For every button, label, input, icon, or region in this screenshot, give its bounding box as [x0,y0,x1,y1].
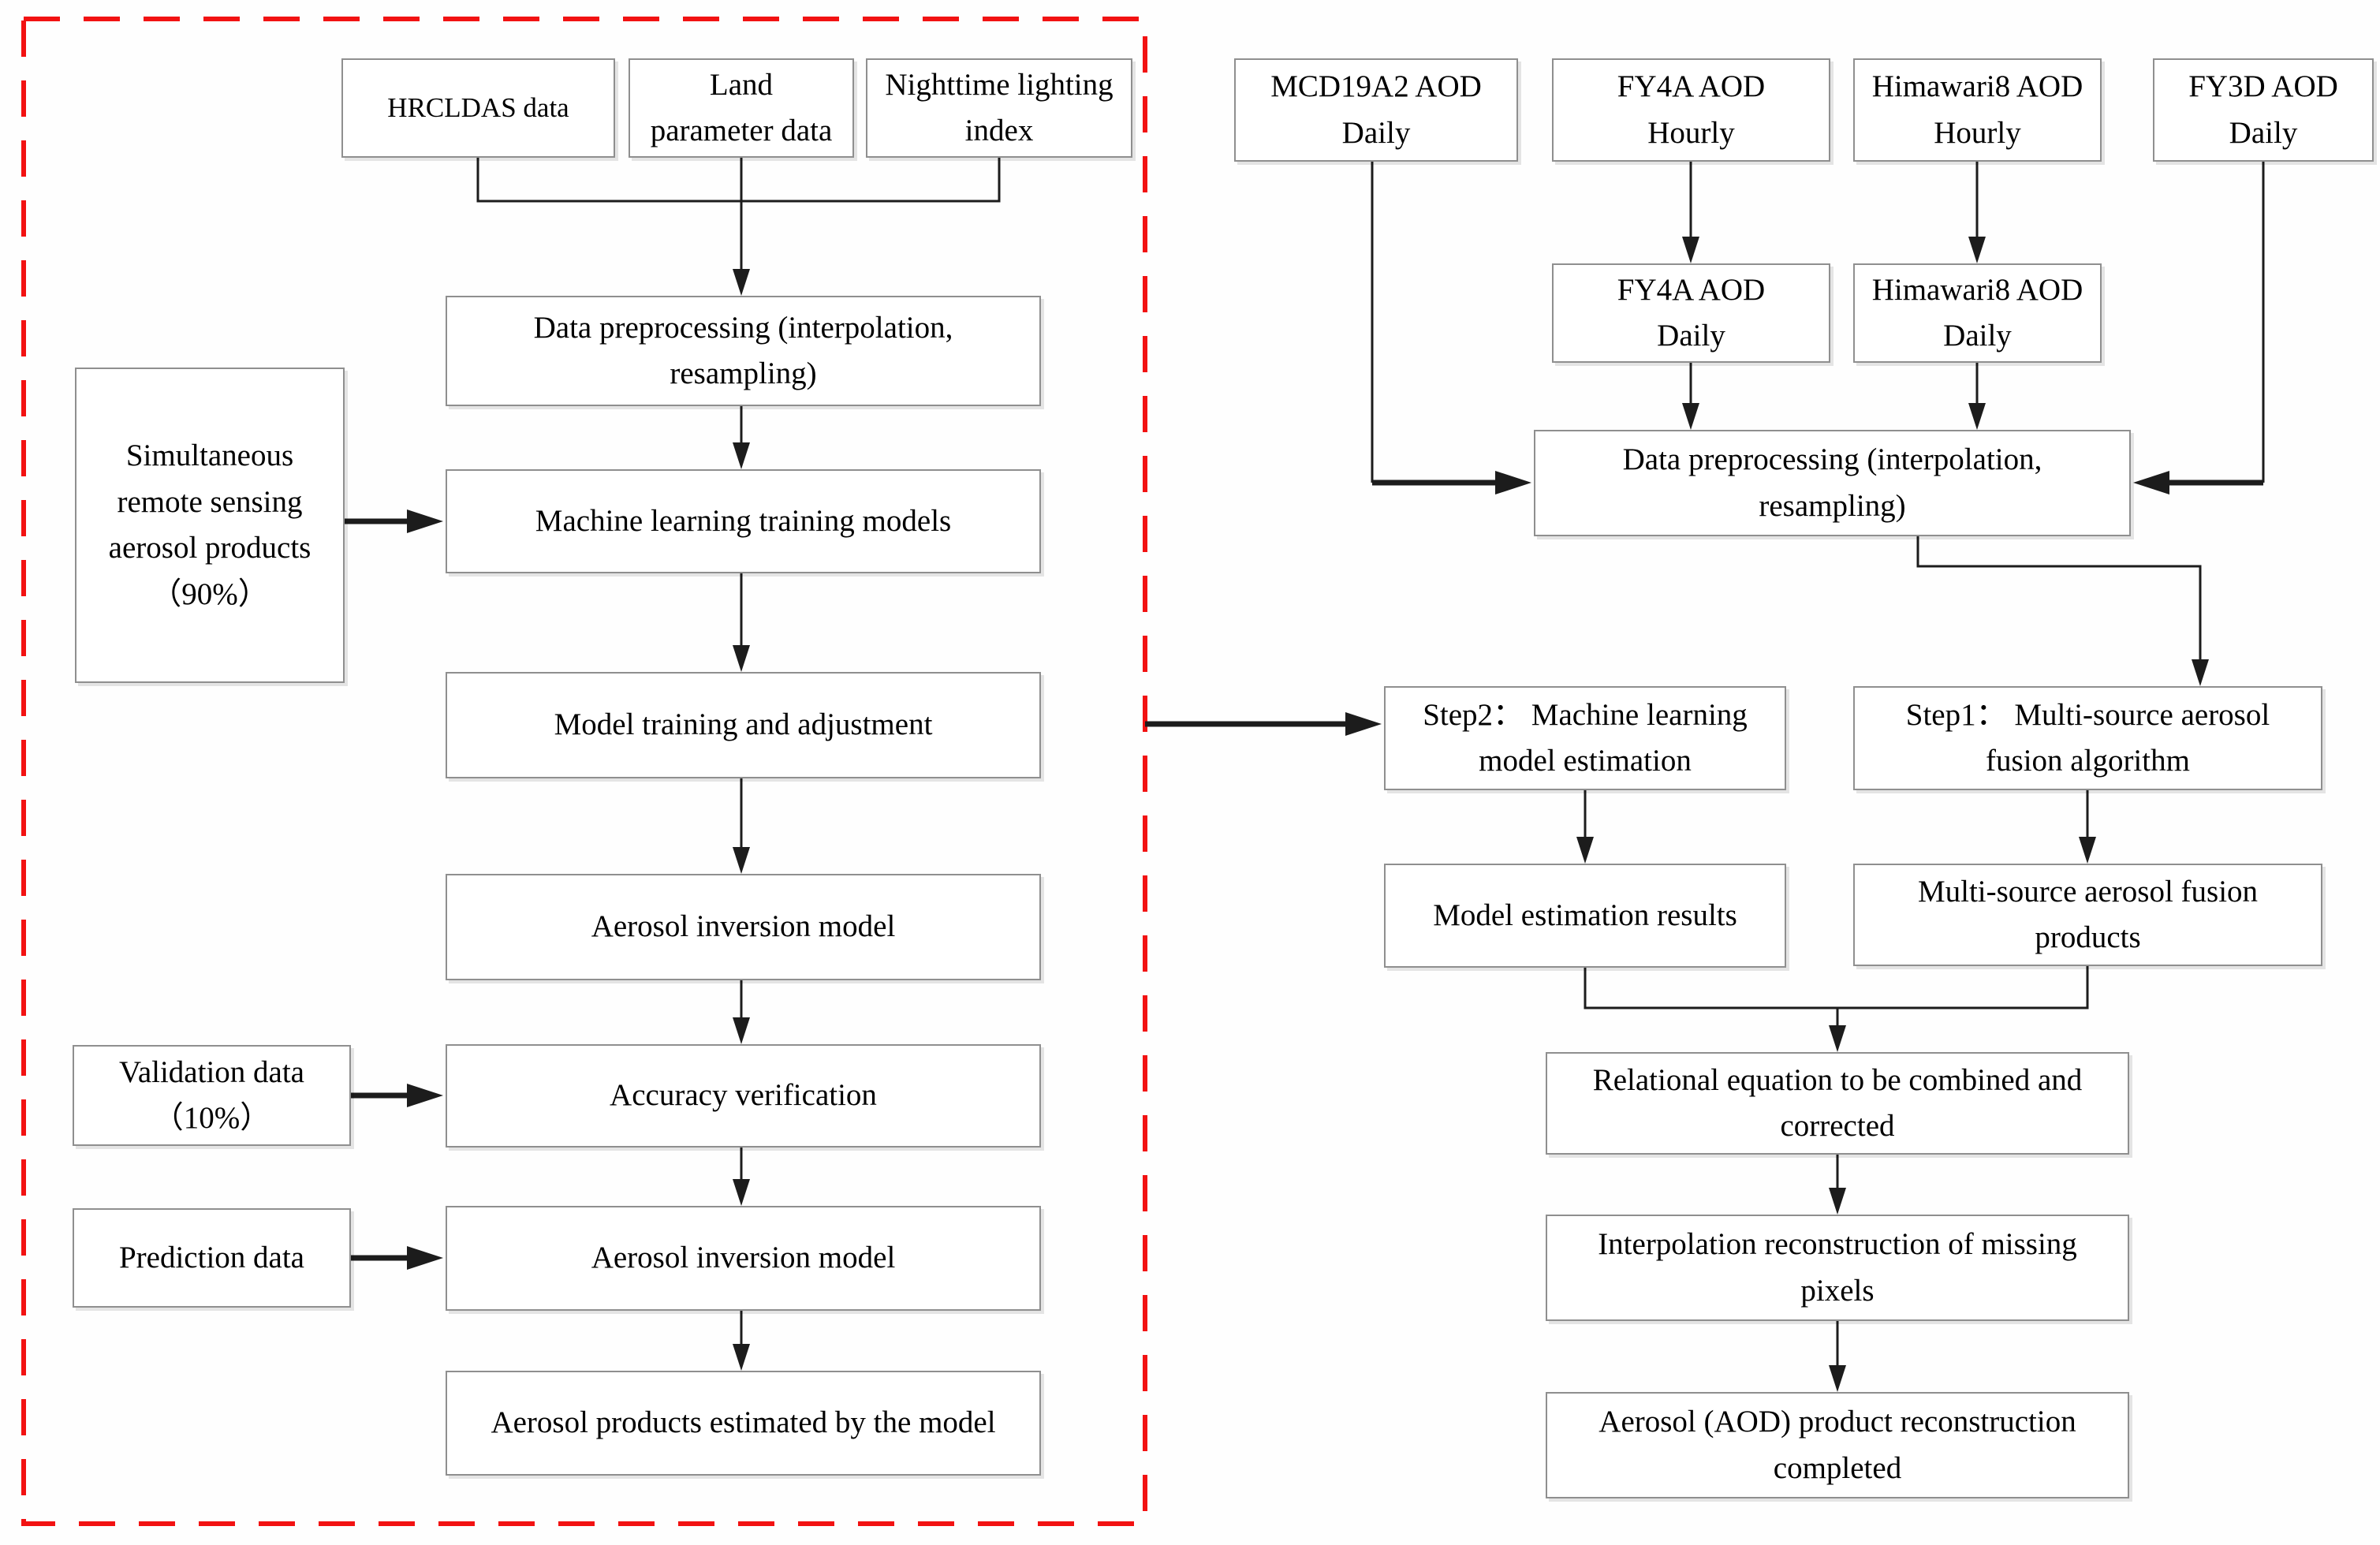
flow-arrowhead [1968,403,1986,430]
node-simultaneous-aerosol-products: Simultaneous remote sensing aerosol prod… [75,368,345,683]
node-fy4a-aod-daily: FY4A AOD Daily [1552,263,1830,363]
left-panel-dashed-border [21,17,1147,1526]
node-fy3d-aod-daily: FY3D AOD Daily [2153,58,2374,162]
flow-arrowhead [1345,712,1382,736]
flow-arrowhead [1829,1365,1846,1392]
node-data-preprocessing-left: Data preprocessing (interpolation, resam… [446,296,1041,406]
node-multi-source-fusion-products: Multi-source aerosol fusion products [1853,864,2322,966]
node-himawari8-aod-hourly: Himawari8 AOD Hourly [1853,58,2102,162]
node-himawari8-aod-daily: Himawari8 AOD Daily [1853,263,2102,363]
node-aerosol-inversion-model-1: Aerosol inversion model [446,874,1041,980]
flow-arrowhead [1576,837,1594,864]
node-interpolation-reconstruction: Interpolation reconstruction of missing … [1546,1215,2129,1321]
node-aerosol-products-estimated: Aerosol products estimated by the model [446,1371,1041,1476]
flow-arrowhead [733,847,750,874]
flow-arrowhead [1829,1188,1846,1215]
node-accuracy-verification: Accuracy verification [446,1044,1041,1148]
node-model-training-adjustment: Model training and adjustment [446,672,1041,778]
node-step1-fusion-algorithm: Step1： Multi-source aerosol fusion algor… [1853,686,2322,790]
flow-arrowhead [1682,237,1699,263]
flow-arrowhead [733,1017,750,1044]
flow-connector [1916,536,2202,659]
flow-connector [1584,966,2089,1009]
flow-connector [476,158,1001,203]
flow-arrowhead [733,1179,750,1206]
node-land-parameter-data: Land parameter data [629,58,854,158]
flow-arrowhead [2133,471,2169,494]
node-model-estimation-results: Model estimation results [1384,864,1786,968]
node-relational-equation: Relational equation to be combined and c… [1546,1052,2129,1155]
flow-arrowhead [2192,659,2209,686]
node-hrcldas-data: HRCLDAS data [341,58,615,158]
node-mcd19a2-aod-daily: MCD19A2 AOD Daily [1234,58,1518,162]
node-validation-data: Validation data （10%） [73,1045,351,1146]
node-prediction-data: Prediction data [73,1208,351,1308]
flow-arrowhead [1968,237,1986,263]
flow-arrowhead [1682,403,1699,430]
flow-arrowhead [733,645,750,672]
flow-arrowhead [733,269,750,296]
flow-arrowhead [2079,837,2096,864]
flow-arrowhead [407,1246,443,1270]
node-step2-ml-estimation: Step2： Machine learning model estimation [1384,686,1786,790]
flow-arrowhead [1829,1025,1846,1052]
flow-arrowhead [733,1344,750,1371]
flow-arrowhead [1495,471,1531,494]
node-machine-learning-training-models: Machine learning training models [446,469,1041,573]
flow-arrowhead [733,442,750,469]
node-aod-reconstruction-completed: Aerosol (AOD) product reconstruction com… [1546,1392,2129,1498]
node-data-preprocessing-right: Data preprocessing (interpolation, resam… [1534,430,2131,536]
node-fy4a-aod-hourly: FY4A AOD Hourly [1552,58,1830,162]
flow-arrowhead [407,509,443,533]
flow-arrowhead [407,1084,443,1107]
node-nighttime-lighting-index: Nighttime lighting index [866,58,1132,158]
node-aerosol-inversion-model-2: Aerosol inversion model [446,1206,1041,1311]
